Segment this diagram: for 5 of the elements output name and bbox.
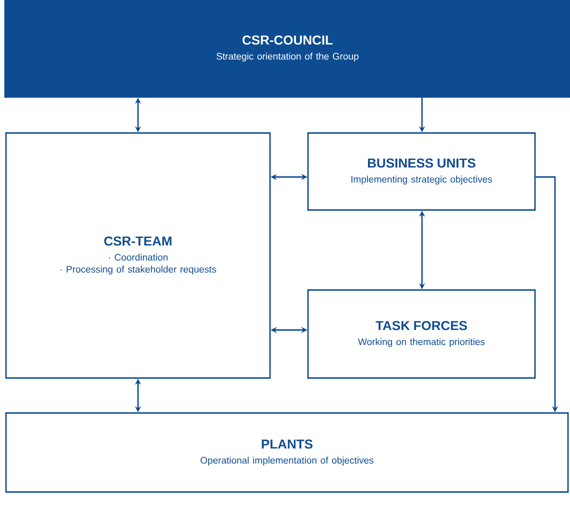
process-box: BUSINESS UNITS Implementing strategic objectives (307, 132, 536, 211)
process-box: PLANTS Operational implementation of objectives (5, 412, 569, 493)
header-box: CSR-COUNCIL Strategic orientation of the Group (4, 0, 570, 98)
process-box: TASK FORCES Working on thematic priorities (307, 289, 536, 379)
process-box: CSR-TEAM · Coordination · Processing of stakeholder requests (5, 132, 271, 379)
